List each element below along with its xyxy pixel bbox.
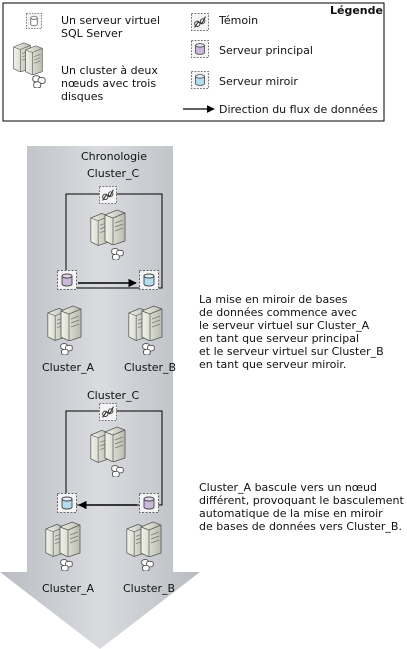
scenario1-witness-icon <box>99 186 117 204</box>
legend-witness-label: Témoin <box>219 14 259 27</box>
scenario2-cluster-b-label: Cluster_B <box>123 582 176 595</box>
scenario1-cluster-b-label: Cluster_B <box>124 361 177 374</box>
witness-legend-icon <box>191 13 209 31</box>
scenario1-cluster-c-label: Cluster_C <box>87 167 140 180</box>
legend-flow-label: Direction du flux de données <box>219 103 378 116</box>
scenario1-diagram <box>47 186 163 355</box>
scenario2-cluster-c-label: Cluster_C <box>87 389 140 402</box>
scenario1-mirror-db-icon <box>139 270 159 290</box>
principal-legend-icon <box>191 40 209 58</box>
legend-mirror-label: Serveur miroir <box>219 75 298 88</box>
mirror-legend-icon <box>191 71 209 89</box>
legend-virtual-server-label: Un serveur virtuel SQL Server <box>61 14 161 40</box>
scenario2-cluster-a-label: Cluster_A <box>42 582 95 595</box>
legend-title: Légende <box>330 4 383 17</box>
scenario2-diagram <box>45 403 163 571</box>
scenario1-principal-db-icon <box>57 270 77 290</box>
scenario2-witness-icon <box>99 403 117 421</box>
scenario2-principal-db-icon <box>139 493 159 513</box>
scenario1-cluster-a-label: Cluster_A <box>42 361 95 374</box>
scenario2-description: Cluster_A bascule vers un nœud différent… <box>199 481 404 533</box>
legend-principal-label: Serveur principal <box>219 44 313 57</box>
scenario1-description: La mise en miroir de bases de données co… <box>199 293 384 371</box>
timeline-title: Chronologie <box>81 150 147 163</box>
legend <box>2 2 385 122</box>
legend-cluster-label: Un cluster à deux nœuds avec trois disqu… <box>61 64 158 103</box>
scenario2-mirror-db-icon <box>57 493 77 513</box>
virtual-server-legend-icon <box>26 13 42 29</box>
